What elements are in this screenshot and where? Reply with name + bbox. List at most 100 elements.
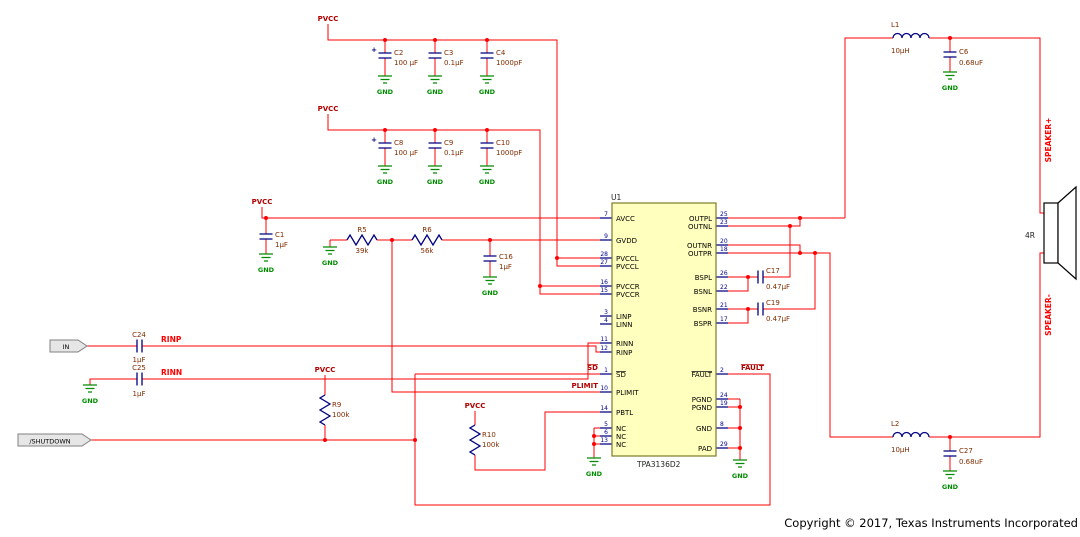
- ground-symbol: GND: [427, 75, 444, 96]
- c8-value: 100 µF: [394, 149, 418, 157]
- junction-dot: [433, 128, 437, 132]
- pin-number: 10: [600, 385, 608, 392]
- pin-name-fault: FAULT: [691, 371, 712, 379]
- inductor-l2-symbol: [892, 431, 930, 438]
- junction-dot: [264, 216, 268, 220]
- c24-ref: C24: [132, 331, 146, 339]
- l2-value: 10µH: [891, 446, 910, 454]
- pin-number: 23: [720, 219, 728, 226]
- wires: [87, 24, 1044, 506]
- pin-name: BSNL: [694, 288, 712, 296]
- net-pvcc-rail2: [327, 114, 600, 295]
- ground-symbol: GND: [732, 459, 749, 480]
- capacitor-c2-symbol: [378, 52, 392, 59]
- r9-value: 100k: [332, 411, 350, 419]
- rinp-net-label: RINP: [161, 335, 182, 344]
- rinn-net-label: RINN: [161, 368, 182, 377]
- pin-name: GVDD: [616, 237, 637, 245]
- junction-dot: [738, 446, 742, 450]
- speaker-impedance-label: 4R: [1025, 231, 1035, 240]
- net-pbtl: [474, 411, 600, 471]
- c17-ref: C17: [766, 267, 780, 275]
- net-out-positive: [728, 37, 1044, 227]
- capacitor-c10-symbol: [480, 142, 494, 149]
- capacitor-c9-symbol: [428, 142, 442, 149]
- gnd-label: GND: [942, 84, 959, 92]
- c8-polarity-mark: +: [371, 136, 377, 144]
- c3-ref: C3: [444, 49, 453, 57]
- plimit-net-label: PLIMIT: [571, 382, 598, 390]
- shutdown-port-label: /SHUTDOWN: [29, 438, 70, 446]
- net-labels: PVCC PVCC PVCC PVCC PVCC RINP RINN SD PL…: [161, 15, 1053, 410]
- pin-name: PGND: [692, 404, 712, 412]
- gnd-label: GND: [427, 88, 444, 96]
- pvcc-label: PVCC: [465, 402, 486, 410]
- junction-dot: [746, 307, 750, 311]
- c19-value: 0.47µF: [766, 315, 790, 323]
- gnd-label: GND: [479, 88, 496, 96]
- c4-value: 1000pF: [496, 59, 522, 67]
- gnd-label: GND: [377, 178, 394, 186]
- component-symbols: [136, 32, 957, 457]
- capacitor-c19-symbol: [757, 302, 764, 316]
- pin-name: NC: [616, 433, 626, 441]
- pin-name: RINP: [616, 349, 632, 357]
- pin-name: OUTNR: [687, 242, 712, 250]
- gnd-label: GND: [482, 289, 499, 297]
- pin-number: 7: [604, 211, 608, 218]
- pin-number: 2: [720, 367, 724, 374]
- net-bootstrap: [728, 226, 816, 324]
- junction-dot: [738, 426, 742, 430]
- junction-dot: [485, 38, 489, 42]
- r6-ref: R6: [422, 226, 432, 234]
- ic-refdes: U1: [611, 193, 621, 202]
- r10-value: 100k: [482, 441, 500, 449]
- junction-dot: [948, 36, 952, 40]
- pin-number: 11: [600, 336, 608, 343]
- pin-name: RINN: [616, 340, 633, 348]
- fault-net-label: FAULT: [741, 364, 764, 372]
- ground-symbol: GND: [82, 384, 99, 405]
- pin-number: 24: [720, 392, 728, 399]
- ground-symbol: GND: [482, 276, 499, 297]
- pin-name: PAD: [698, 445, 712, 453]
- pin-name: OUTPR: [688, 250, 712, 258]
- sd-net-label: SD: [587, 364, 598, 372]
- junction-dot: [948, 435, 952, 439]
- capacitor-c25-symbol: [136, 372, 143, 386]
- pin-number: 26: [720, 270, 728, 277]
- pin-name: PBTL: [616, 409, 633, 417]
- inductor-l1-symbol: [892, 32, 930, 39]
- c6-value: 0.68uF: [959, 59, 983, 67]
- pin-name: OUTNL: [688, 223, 712, 231]
- resistor-r9-symbol: [318, 394, 332, 426]
- pin-number: 29: [720, 441, 728, 448]
- junction-dot: [383, 128, 387, 132]
- pvcc-label: PVCC: [318, 105, 339, 113]
- c25-value: 1µF: [133, 390, 146, 398]
- speaker-neg-label: SPEAKER-: [1044, 294, 1053, 336]
- pin-number: 21: [720, 302, 728, 309]
- c4-ref: C4: [496, 49, 506, 57]
- resistor-r5-symbol: [346, 233, 378, 247]
- pin-name: PVCCR: [616, 283, 640, 291]
- ground-glyph: [587, 457, 601, 466]
- r10-ref: R10: [482, 431, 496, 439]
- ic-part-number: TPA3136D2: [636, 460, 681, 469]
- speaker-pos-label: SPEAKER+: [1044, 118, 1053, 163]
- capacitor-c1-symbol: [259, 233, 273, 240]
- junction-dot: [413, 438, 417, 442]
- c9-value: 0.1µF: [444, 149, 464, 157]
- pin-number: 14: [600, 405, 608, 412]
- ic-body: [611, 202, 717, 457]
- gnd-label: GND: [479, 178, 496, 186]
- c2-value: 100 µF: [394, 59, 418, 67]
- c27-value: 0.68uF: [959, 458, 983, 466]
- junction-dot: [323, 438, 327, 442]
- pin-number: 25: [720, 211, 728, 218]
- pin-name: BSNR: [693, 306, 712, 314]
- resistor-r10-symbol: [468, 424, 482, 456]
- pin-number: 15: [600, 287, 608, 294]
